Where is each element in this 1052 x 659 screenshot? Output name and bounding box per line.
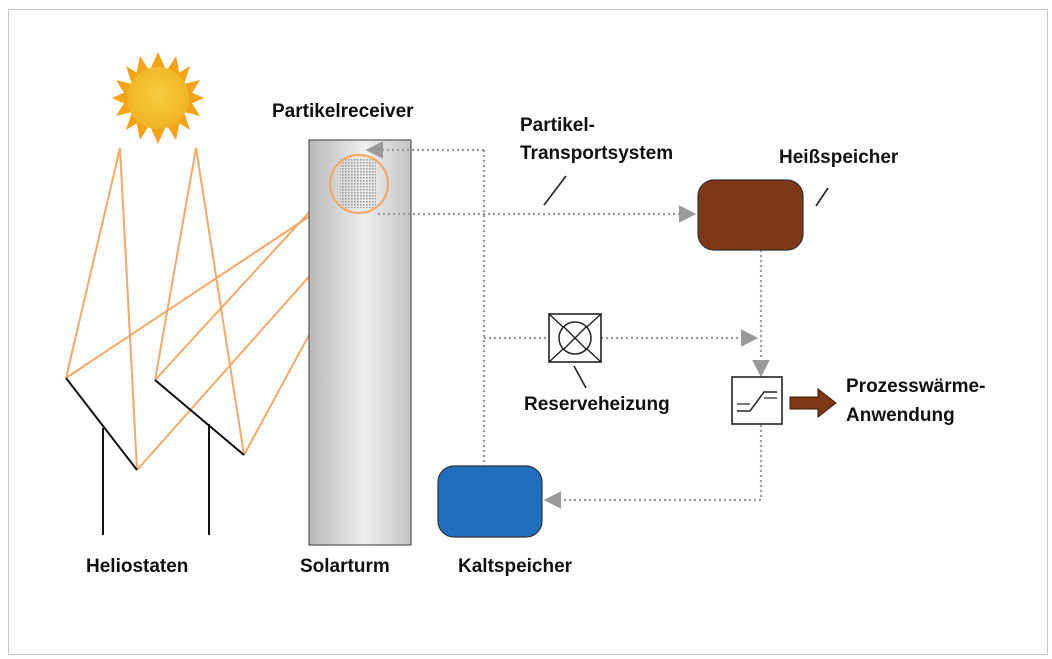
label-transport-1: Partikel- [520, 115, 595, 136]
heat-exchanger-icon [731, 376, 783, 425]
cold-storage [437, 465, 543, 538]
sun-icon [112, 52, 204, 144]
label-process-2: Anwendung [846, 405, 955, 426]
label-heliostats: Heliostaten [86, 556, 188, 577]
process-heat-arrow [789, 387, 837, 419]
label-hot-storage: Heißspeicher [779, 147, 899, 168]
particle-transport-lines [365, 141, 770, 509]
receiver-aperture [340, 158, 376, 208]
hot-storage [697, 179, 804, 251]
receiver-highlight [328, 153, 390, 215]
heliostat-right [154, 379, 245, 535]
label-process-1: Prozesswärme- [846, 376, 985, 397]
label-receiver: Partikelreceiver [272, 101, 414, 122]
label-cold-storage: Kaltspeicher [458, 556, 573, 577]
label-tower: Solarturm [300, 556, 390, 577]
label-backup-heater: Reserveheizung [524, 394, 670, 415]
heater-symbol-icon [548, 313, 602, 363]
heliostat-left [65, 377, 138, 535]
label-transport-2: Transportsystem [520, 143, 673, 164]
